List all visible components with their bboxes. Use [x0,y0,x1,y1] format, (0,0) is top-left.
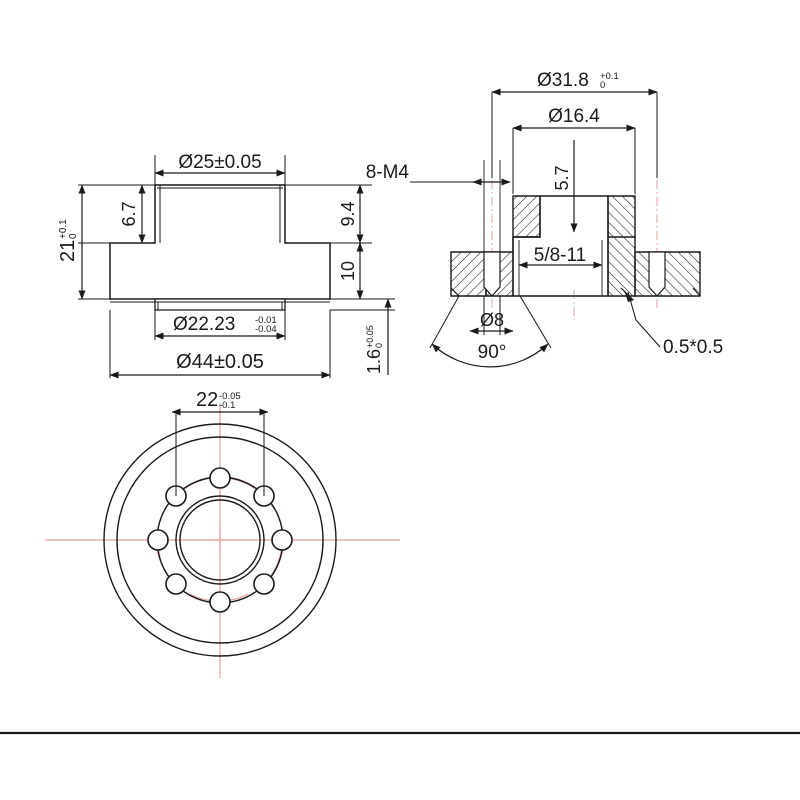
dim-d25: Ø25±0.05 [154,152,286,177]
dim-1p6-lower-tol: 0 [374,343,384,348]
dim-22-upper-tol: -0.05 [219,391,241,402]
section-view: Ø31.8 +0.1 0 Ø16.4 5.7 5/8-11 [366,70,723,368]
plan-bore-outer [175,495,265,585]
dim-8m4-label: 8-M4 [366,162,410,183]
dim-5p7: 5.7 [552,140,578,233]
dim-d16p4: Ø16.4 [512,106,636,194]
dim-21: 21 +0.1 0 [57,184,86,300]
dim-1p6: 1.6 +0.05 0 [364,298,392,375]
dim-10: 10 [338,242,364,300]
dim-d8: Ø8 [469,296,514,335]
dim-d8-label: Ø8 [480,310,504,330]
dim-d31p8-label: Ø31.8 [537,70,589,91]
plan-bore-inner [179,499,261,581]
dim-chamfer: 0.5*0.5 [624,290,723,358]
section-hub-right [607,195,636,297]
dim-d22p23-label: Ø22.23 [173,314,235,335]
plan-bolt-hole [209,591,231,613]
section-bore-outline [512,195,635,297]
plan-center-mark [206,526,234,554]
section-bolt-hole-right [648,251,666,297]
dim-22-lower-tol: -0.1 [219,400,235,411]
front-pilot-ring-edges [110,301,330,310]
dim-thread: 5/8-11 [518,245,603,269]
section-flange-right [634,251,701,297]
dim-d31p8-lower-tol: 0 [600,80,605,91]
front-pilot-ring [154,298,286,311]
plan-outer-circle [103,423,337,657]
dim-angle-90-label: 90° [478,342,507,363]
plan-bolt-hole [165,573,187,595]
dim-9p4-label: 9.4 [338,201,358,226]
plan-second-circle [116,436,324,644]
section-flange-left [450,251,487,297]
dim-d22p23-lower-tol: -0.04 [255,324,277,335]
plan-bolt-hole [147,529,169,551]
dim-21-upper-tol: +0.1 [58,219,69,239]
dim-d22p23: Ø22.23 -0.01 -0.04 [154,314,286,340]
dim-21-label: 21 [57,240,79,262]
plan-bolt-hole [209,467,231,489]
dim-thread-label: 5/8-11 [534,245,586,266]
dim-22: 22 -0.05 -0.1 [171,389,269,496]
dim-9p4: 9.4 [338,184,364,244]
dim-8m4: 8-M4 [366,160,511,252]
bottom-plan-view: 22 -0.05 -0.1 [45,389,400,678]
dim-6p7: 6.7 [119,184,146,244]
dim-chamfer-label: 0.5*0.5 [663,337,723,358]
section-bolt-hole-left [483,251,501,297]
dim-d44: Ø44±0.05 [109,351,331,379]
dim-d31p8-upper-tol: +0.1 [600,71,619,82]
dim-21-lower-tol: 0 [68,233,79,239]
dim-10-label: 10 [338,261,358,281]
dim-22-label: 22 [196,389,218,411]
plan-bolt-hole [271,529,293,551]
dim-d44-label: Ø44±0.05 [176,351,264,373]
plan-bolt-hole [253,573,275,595]
dim-d16p4-label: Ø16.4 [548,106,600,127]
dim-5p7-label: 5.7 [552,165,572,190]
dim-6p7-label: 6.7 [119,201,139,226]
front-elevation-view: Ø25±0.05 6.7 21 +0.1 0 9.4 10 [57,152,395,379]
dim-d31p8: Ø31.8 +0.1 0 [491,70,658,178]
front-internal-edges [110,185,330,244]
dim-d25-label: Ø25±0.05 [178,152,261,173]
dim-d22p23-upper-tol: -0.01 [255,315,277,326]
dim-1p6-label: 1.6 [364,349,384,374]
section-bolt-holes [483,251,666,297]
dim-angle-90 [429,295,552,368]
dim-1p6-upper-tol: +0.05 [365,325,375,348]
